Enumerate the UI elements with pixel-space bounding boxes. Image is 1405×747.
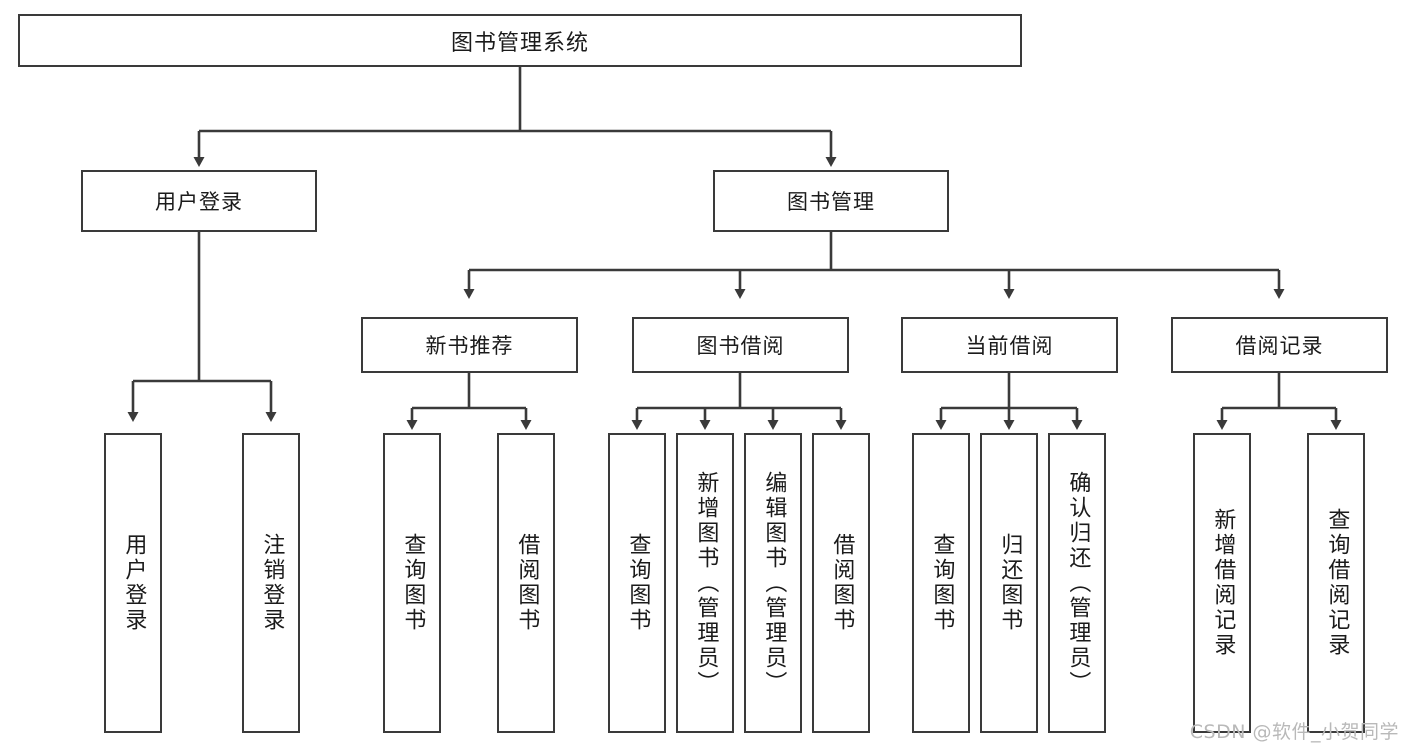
- node-label: 新书推荐: [425, 334, 514, 358]
- leaf-current-borrow-query-book[interactable]: 查询图书: [912, 433, 970, 733]
- leaf-label: 查询图书: [929, 533, 955, 633]
- leaf-user-login-login[interactable]: 用户登录: [104, 433, 162, 733]
- node-user-login[interactable]: 用户登录: [81, 170, 317, 232]
- leaf-borrow-record-add-record[interactable]: 新增借阅记录: [1193, 433, 1251, 733]
- leaf-label: 查询借阅记录: [1324, 508, 1350, 658]
- leaf-label: 查询图书: [625, 533, 651, 633]
- node-label: 图书管理: [787, 190, 875, 214]
- node-book-borrow[interactable]: 图书借阅: [632, 317, 849, 373]
- leaf-current-borrow-return-book[interactable]: 归还图书: [980, 433, 1038, 733]
- node-new-book-recommend[interactable]: 新书推荐: [361, 317, 578, 373]
- node-current-borrow[interactable]: 当前借阅: [901, 317, 1118, 373]
- leaf-label: 借阅图书: [514, 533, 540, 633]
- csdn-watermark: CSDN @软件_小贺同学: [1189, 721, 1399, 743]
- leaf-label: 归还图书: [997, 533, 1023, 633]
- leaf-new-book-borrow-book[interactable]: 借阅图书: [497, 433, 555, 733]
- leaf-label: 查询图书: [400, 533, 426, 633]
- node-label: 当前借阅: [965, 334, 1054, 358]
- leaf-label: 新增图书（管理员）: [693, 470, 719, 696]
- leaf-label: 用户登录: [121, 533, 147, 633]
- node-book-management[interactable]: 图书管理: [713, 170, 949, 232]
- node-label: 图书管理系统: [450, 30, 589, 56]
- node-label: 图书借阅: [696, 334, 785, 358]
- node-label: 借阅记录: [1235, 334, 1324, 358]
- leaf-book-borrow-add-book-admin[interactable]: 新增图书（管理员）: [676, 433, 734, 733]
- leaf-book-borrow-edit-book-admin[interactable]: 编辑图书（管理员）: [744, 433, 802, 733]
- leaf-borrow-record-query-record[interactable]: 查询借阅记录: [1307, 433, 1365, 733]
- leaf-current-borrow-confirm-return-admin[interactable]: 确认归还（管理员）: [1048, 433, 1106, 733]
- leaf-book-borrow-borrow-book[interactable]: 借阅图书: [812, 433, 870, 733]
- leaf-label: 新增借阅记录: [1210, 508, 1236, 658]
- leaf-label: 编辑图书（管理员）: [761, 470, 787, 696]
- leaf-book-borrow-query-book[interactable]: 查询图书: [608, 433, 666, 733]
- node-root-book-management-system[interactable]: 图书管理系统: [18, 14, 1022, 67]
- leaf-user-login-logout[interactable]: 注销登录: [242, 433, 300, 733]
- node-borrow-record[interactable]: 借阅记录: [1171, 317, 1388, 373]
- node-label: 用户登录: [155, 190, 243, 214]
- leaf-label: 注销登录: [259, 533, 285, 633]
- leaf-label: 借阅图书: [829, 533, 855, 633]
- leaf-label: 确认归还（管理员）: [1065, 470, 1091, 696]
- leaf-new-book-query-book[interactable]: 查询图书: [383, 433, 441, 733]
